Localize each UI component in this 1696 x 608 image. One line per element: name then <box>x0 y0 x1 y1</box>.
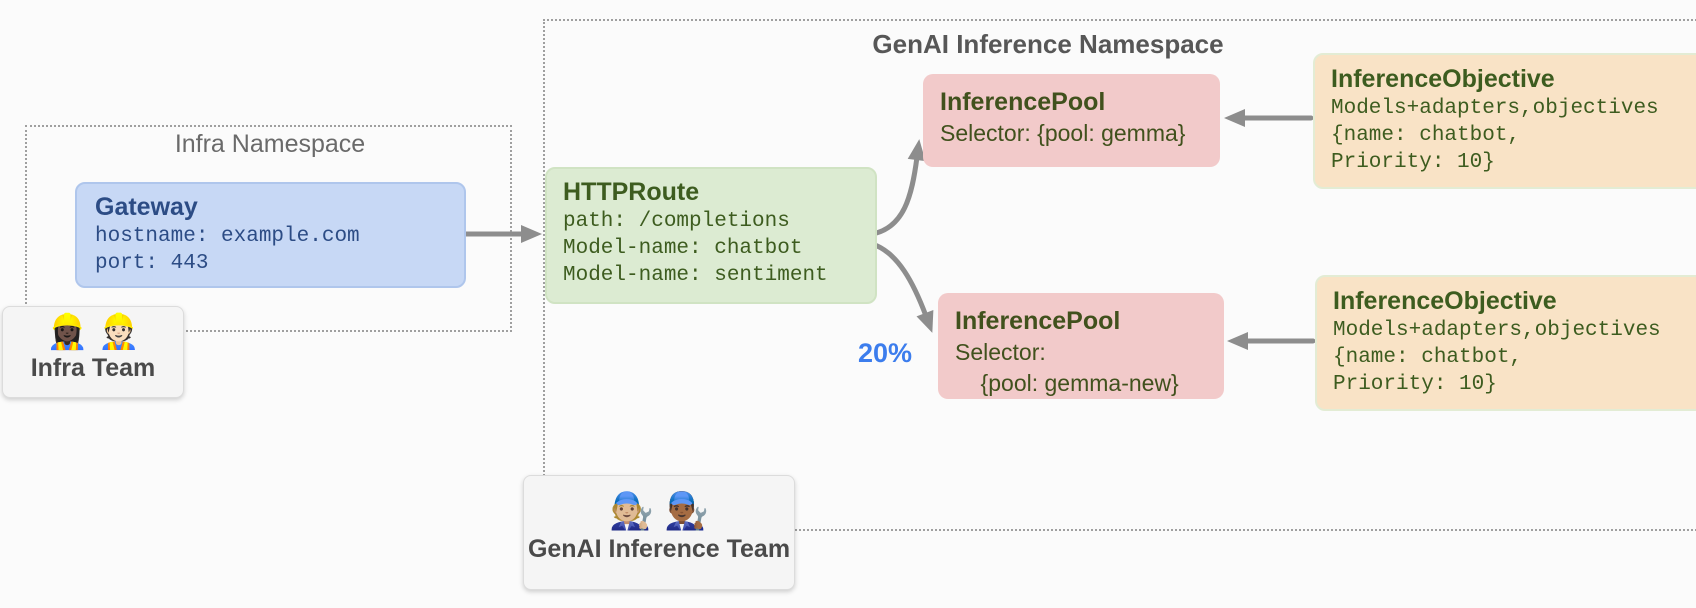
infra-namespace-title: Infra Namespace <box>174 130 366 158</box>
infra-namespace-box <box>25 125 512 332</box>
inference-pool-2-selector-value-line: {pool: gemma-new} <box>955 370 1179 396</box>
inference-pool-2-selector-line: Selector: <box>955 339 1046 365</box>
httproute-model-sentiment-line: Model-name: sentiment <box>563 264 828 287</box>
gateway-node: Gateway hostname: example.com port: 443 <box>75 182 466 288</box>
inference-objective-1-title: InferenceObjective <box>1331 65 1555 93</box>
httproute-path-line: path: /completions <box>563 210 790 233</box>
httproute-model-chatbot-line: Model-name: chatbot <box>563 237 803 260</box>
traffic-split-label: 20% <box>858 338 913 368</box>
inference-objective-1-name-line: {name: chatbot, <box>1331 124 1521 147</box>
inference-objective-2-name-line: {name: chatbot, <box>1333 346 1523 369</box>
httproute-node: HTTPRoute path: /completions Model-name:… <box>545 167 877 304</box>
gateway-title: Gateway <box>95 193 198 221</box>
infra-team-card: 👷🏿‍♀️ 👷🏻 Infra Team <box>2 306 184 398</box>
inference-pool-2-node: InferencePool Selector: {pool: gemma-new… <box>938 293 1224 399</box>
genai-namespace-title: GenAI Inference Namespace <box>872 29 1224 59</box>
inference-pool-1-selector-line: Selector: {pool: gemma} <box>940 120 1186 146</box>
httproute-title: HTTPRoute <box>563 178 700 206</box>
infra-team-label: Infra Team <box>30 354 156 382</box>
inference-pool-1-title: InferencePool <box>940 88 1106 116</box>
mechanic-emoji: 🧑🏼‍🔧 👨🏾‍🔧 <box>609 490 709 531</box>
arrow-httproute-to-pool1 <box>869 139 926 237</box>
arrow-httproute-to-pool2 <box>869 241 934 333</box>
inference-objective-2-node: InferenceObjective Models+adapters,objec… <box>1315 275 1696 411</box>
genai-namespace-box <box>543 19 1696 531</box>
genai-inference-team-card: 🧑🏼‍🔧 👨🏾‍🔧 GenAI Inference Team <box>523 475 795 590</box>
construction-worker-emoji: 👷🏿‍♀️ 👷🏻 <box>45 313 141 351</box>
gateway-hostname-line: hostname: example.com <box>95 225 360 248</box>
inference-pool-1-node: InferencePool Selector: {pool: gemma} <box>923 74 1220 167</box>
inference-objective-2-priority-line: Priority: 10} <box>1333 373 1497 396</box>
gateway-port-line: port: 443 <box>95 252 209 275</box>
inference-objective-2-title: InferenceObjective <box>1333 287 1557 315</box>
inference-objective-2-models-line: Models+adapters,objectives <box>1333 319 1661 342</box>
inference-objective-1-models-line: Models+adapters,objectives <box>1331 97 1659 120</box>
inference-objective-1-priority-line: Priority: 10} <box>1331 151 1495 174</box>
inference-objective-1-node: InferenceObjective Models+adapters,objec… <box>1313 53 1696 189</box>
inference-pool-2-title: InferencePool <box>955 307 1121 335</box>
genai-inference-team-label: GenAI Inference Team <box>527 535 791 563</box>
